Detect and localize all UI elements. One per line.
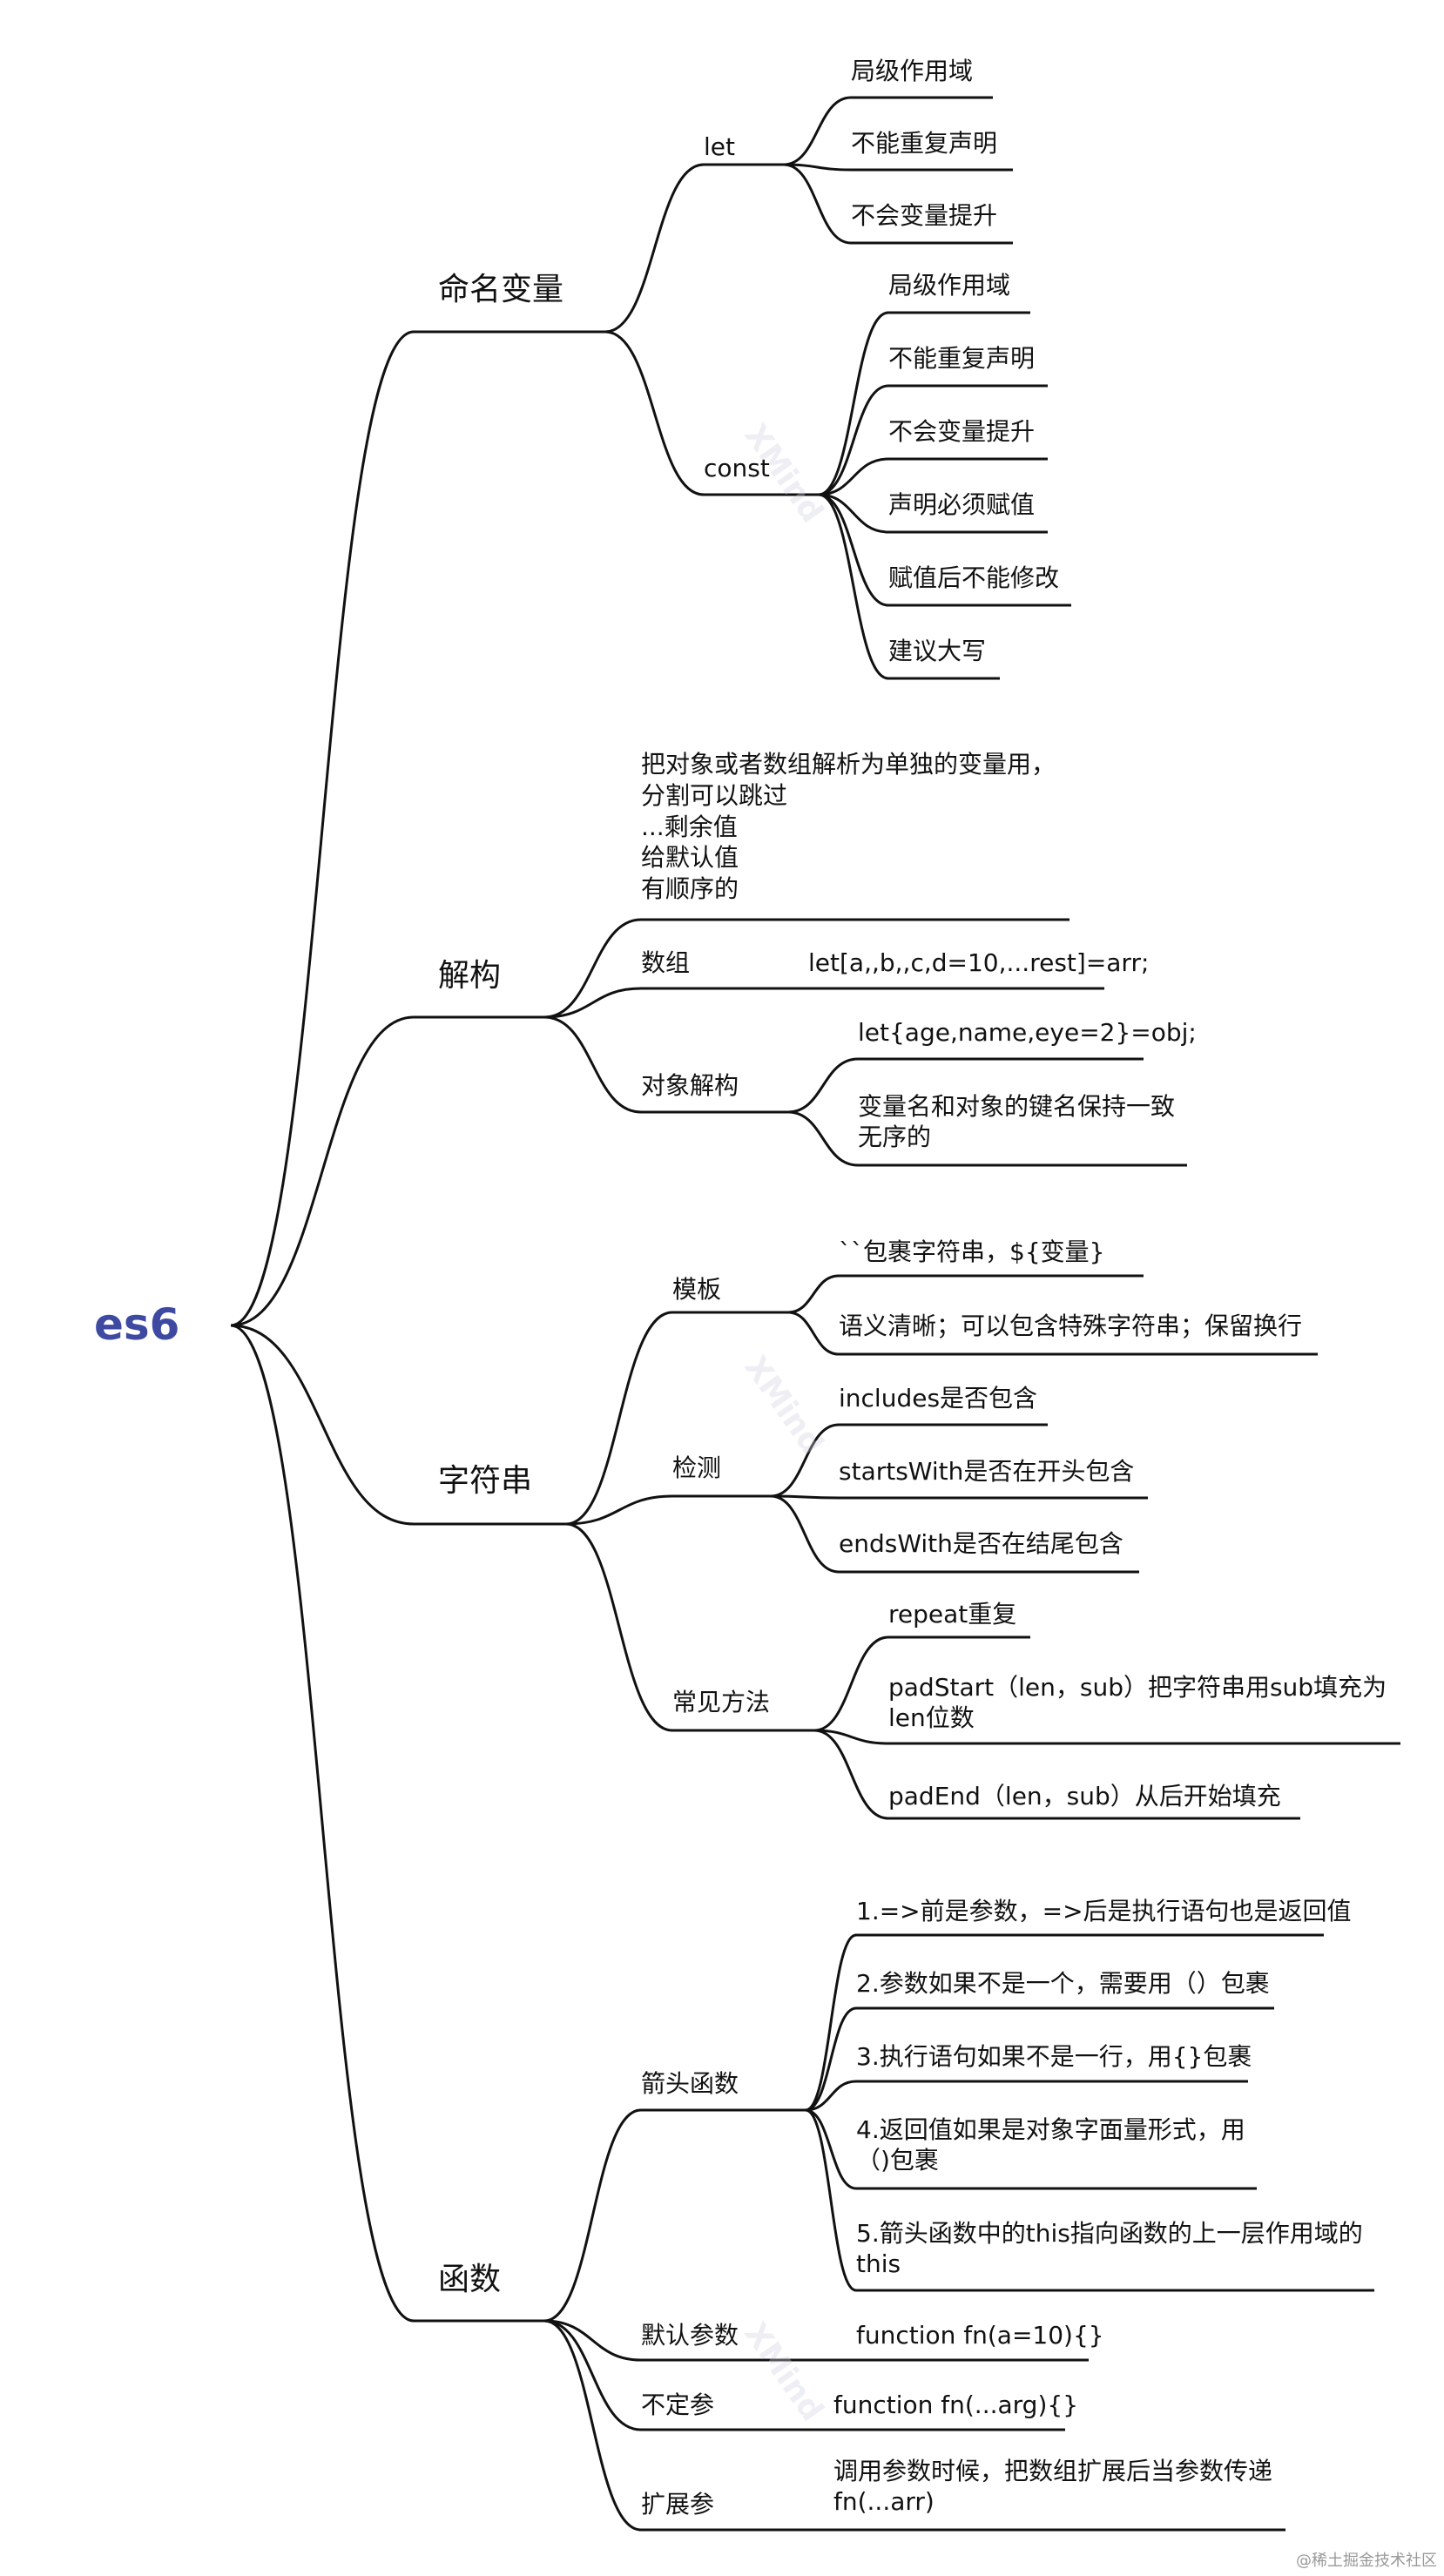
note-line: ...剩余值 xyxy=(641,812,738,841)
section-2-label: 字符串 xyxy=(438,1463,533,1499)
sub-curve-2-0 xyxy=(565,1311,673,1526)
leaf-curve-3-0-1 xyxy=(805,2006,857,2112)
leaf-0-1-4: 赋值后不能修改 xyxy=(888,563,1060,592)
leaf-2-0-0: ``包裹字符串，${变量} xyxy=(839,1237,1105,1266)
leaf-2-1-1: startsWith是否在开头包含 xyxy=(839,1457,1135,1486)
leaf-curve-0-0-0 xyxy=(783,96,852,166)
leaf-curve-2-1-2 xyxy=(770,1494,840,1574)
credit-text: @稀土掘金技术社区 xyxy=(1296,2552,1437,2570)
note-curve-1 xyxy=(543,918,642,1019)
sub-curve-3-1 xyxy=(543,2319,642,2362)
sub-curve-2-1 xyxy=(565,1494,673,1526)
leaf-curve-0-1-4 xyxy=(818,493,889,607)
root-node: es6 xyxy=(94,1299,180,1350)
leaf-0-1-5: 建议大写 xyxy=(888,637,987,665)
leaf-curve-3-0-0 xyxy=(805,1933,857,2112)
leaf-curve-0-0-2 xyxy=(783,163,852,245)
leaf-2-2-0: repeat重复 xyxy=(888,1600,1017,1629)
section-1-label: 解构 xyxy=(438,958,502,994)
note-line: 给默认值 xyxy=(641,843,739,873)
leaf-0-1-3: 声明必须赋值 xyxy=(888,490,1036,519)
leaf-curve-0-1-1 xyxy=(818,384,889,496)
note-line: 有顺序的 xyxy=(641,874,739,904)
sub-0-0-label: let xyxy=(704,132,735,161)
sub-3-2-label: 不定参 xyxy=(641,2391,715,2419)
leaf-curve-2-0-0 xyxy=(787,1274,840,1314)
section-3-label: 函数 xyxy=(438,2262,502,2297)
leaf-0-1-1: 不能重复声明 xyxy=(888,344,1036,373)
leaf-1-1-0: let{age,name,eye=2}=obj; xyxy=(858,1018,1197,1047)
leaf-2-1-2: endsWith是否在结尾包含 xyxy=(839,1529,1123,1558)
leaf-curve-1-1-1 xyxy=(787,1110,859,1167)
leaf-curve-2-2-1 xyxy=(813,1729,889,1745)
leaf-1-1-1: 变量名和对象的键名保持一致无序的 xyxy=(858,1092,1176,1151)
leaf-curve-2-1-1 xyxy=(770,1494,840,1500)
section-0-label: 命名变量 xyxy=(438,272,564,307)
sub-2-1-label: 检测 xyxy=(672,1453,722,1482)
sub-1-0-value: let[a,,b,,c,d=10,...rest]=arr; xyxy=(808,948,1150,977)
leaf-curve-2-2-2 xyxy=(813,1729,889,1820)
note-line: 把对象或者数组解析为单独的变量用， xyxy=(641,750,1056,779)
leaf-curve-0-1-2 xyxy=(818,457,889,496)
leaf-curve-0-0-1 xyxy=(783,163,852,172)
sub-curve-0-0 xyxy=(604,163,705,334)
sub-curve-0-1 xyxy=(604,330,705,496)
leaf-curve-2-0-1 xyxy=(787,1311,840,1356)
sub-curve-2-2 xyxy=(565,1522,673,1732)
leaf-0-0-2: 不会变量提升 xyxy=(851,201,998,230)
note-line: 分割可以跳过 xyxy=(641,780,788,810)
sub-1-0-label: 数组 xyxy=(641,948,691,977)
leaf-0-0-1: 不能重复声明 xyxy=(851,129,998,158)
sub-curve-1-0 xyxy=(543,987,642,1019)
leaf-3-0-2: 3.执行语句如果不是一行，用{}包裹 xyxy=(856,2042,1252,2071)
sub-3-0-label: 箭头函数 xyxy=(641,2069,739,2098)
leaf-2-1-0: includes是否包含 xyxy=(839,1384,1038,1413)
sub-curve-3-2 xyxy=(543,2319,642,2431)
leaf-0-0-0: 局级作用域 xyxy=(851,57,974,85)
sub-3-3-label: 扩展参 xyxy=(641,2490,715,2519)
sub-3-1-label: 默认参数 xyxy=(641,2321,739,2350)
section-1-note: 把对象或者数组解析为单独的变量用，分割可以跳过...剩余值给默认值有顺序的 xyxy=(641,749,1056,905)
branch-curve-3 xyxy=(230,1324,415,2323)
leaf-0-1-2: 不会变量提升 xyxy=(888,417,1036,446)
branch-curve-1 xyxy=(230,1015,415,1327)
sub-curve-3-3 xyxy=(543,2319,642,2532)
branch-curve-2 xyxy=(230,1324,415,1526)
leaf-curve-1-1-0 xyxy=(787,1057,859,1114)
sub-curve-3-0 xyxy=(543,2108,642,2323)
sub-3-2-value: function fn(...arg){} xyxy=(833,2391,1079,2419)
sub-3-1-value: function fn(a=10){} xyxy=(856,2321,1104,2350)
sub-2-2-label: 常见方法 xyxy=(672,1688,771,1716)
leaf-curve-0-1-5 xyxy=(818,493,889,680)
sub-2-0-label: 模板 xyxy=(672,1275,722,1304)
leaf-curve-0-1-0 xyxy=(818,311,889,496)
leaf-curve-3-0-2 xyxy=(805,2080,857,2112)
leaf-2-0-1: 语义清晰；可以包含特殊字符串；保留换行 xyxy=(839,1312,1303,1340)
leaf-curve-3-0-4 xyxy=(805,2108,857,2292)
leaf-curve-2-1-0 xyxy=(770,1423,840,1498)
sub-1-1-label: 对象解构 xyxy=(641,1071,739,1100)
leaf-curve-3-0-3 xyxy=(805,2108,857,2190)
leaf-0-1-0: 局级作用域 xyxy=(888,271,1011,300)
leaf-curve-2-2-0 xyxy=(813,1635,889,1732)
leaf-3-0-3: 4.返回值如果是对象字面量形式，用（)包裹 xyxy=(856,2115,1245,2175)
sub-curve-1-1 xyxy=(543,1015,642,1114)
leaf-curve-0-1-3 xyxy=(818,493,889,534)
leaf-2-2-2: padEnd（len，sub）从后开始填充 xyxy=(888,1782,1281,1811)
branch-curve-0 xyxy=(230,330,415,1327)
leaf-3-0-1: 2.参数如果不是一个，需要用（）包裹 xyxy=(856,1969,1270,1998)
sub-0-1-label: const xyxy=(704,454,770,482)
leaf-3-0-0: 1.=>前是参数，=>后是执行语句也是返回值 xyxy=(856,1897,1352,1925)
